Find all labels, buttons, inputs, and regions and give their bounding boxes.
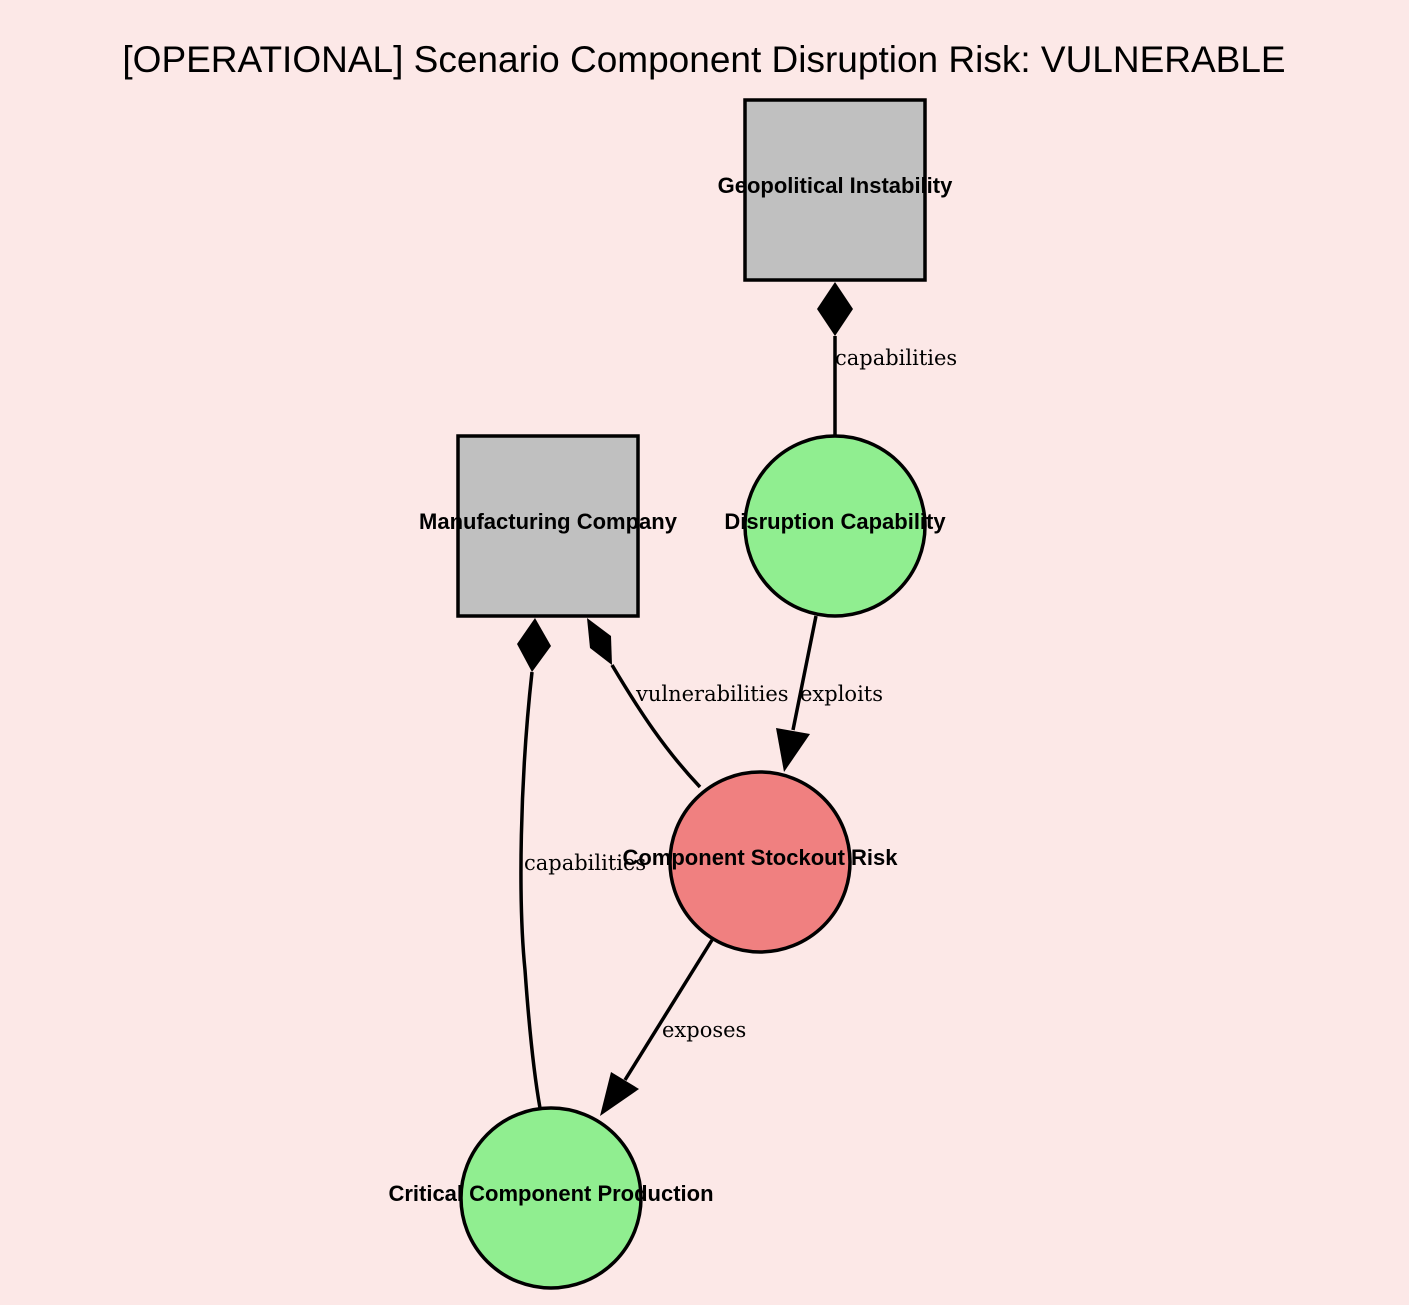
diamond-arrowhead [517, 618, 551, 672]
edge-label-capabilities: capabilities [524, 851, 646, 875]
diamond-arrowhead [817, 282, 853, 336]
diagram-title: [OPERATIONAL] Scenario Component Disrupt… [122, 39, 1285, 80]
node-critical-component-production[interactable]: Critical Component Production [388, 1106, 714, 1290]
node-shape-circle [743, 434, 927, 618]
edge-label-capabilities: capabilities [835, 346, 957, 370]
edge-manufacturing-to-production: capabilities [517, 618, 646, 1109]
node-label: Geopolitical Instability [718, 173, 953, 198]
node-shape-circle [459, 1106, 643, 1290]
edge-label-exposes: exposes [662, 1018, 746, 1042]
node-label: Component Stockout Risk [622, 845, 898, 870]
node-shape-circle [668, 770, 852, 954]
node-shape-square [456, 434, 640, 618]
node-label: Critical Component Production [388, 1181, 713, 1206]
node-manufacturing-company[interactable]: Manufacturing Company [419, 434, 678, 618]
node-label: Manufacturing Company [419, 509, 678, 534]
node-geopolitical-instability[interactable]: Geopolitical Instability [718, 98, 953, 282]
triangle-arrowhead [776, 728, 810, 772]
node-shape-square [743, 98, 927, 282]
edge-label-vulnerabilities: vulnerabilities [635, 682, 789, 706]
diamond-arrowhead [587, 618, 612, 665]
edge-disruption-to-stockout: exploits [776, 615, 883, 772]
node-component-stockout-risk[interactable]: Component Stockout Risk [622, 770, 898, 954]
triangle-arrowhead [600, 1072, 639, 1116]
edge-geopolitical-to-disruption: capabilities [817, 282, 957, 436]
node-label: Disruption Capability [724, 509, 946, 534]
edge-label-exploits: exploits [800, 682, 883, 706]
edge-manufacturing-to-stockout: vulnerabilities [587, 618, 789, 789]
node-disruption-capability[interactable]: Disruption Capability [724, 434, 946, 618]
edge-stockout-to-production: exposes [600, 939, 746, 1116]
